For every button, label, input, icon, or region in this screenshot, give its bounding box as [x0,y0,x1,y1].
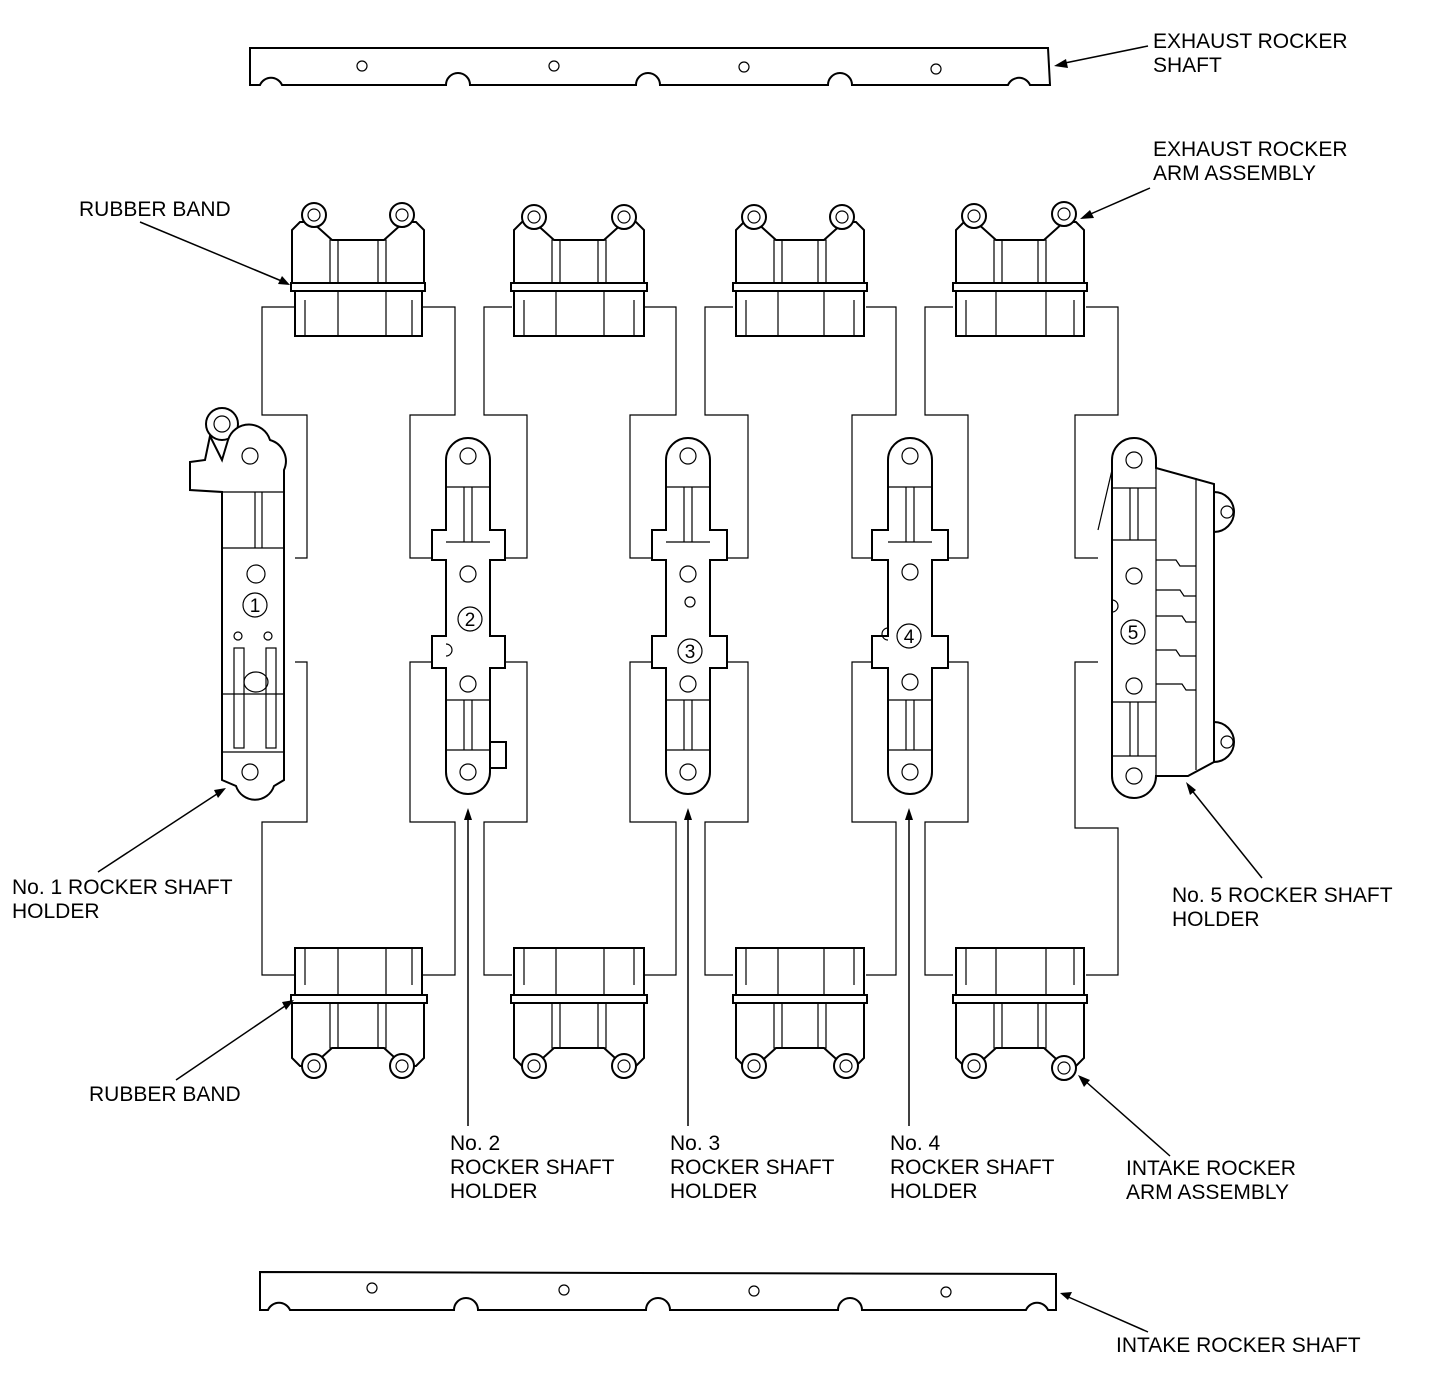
holder-number-3: 3 [685,642,696,663]
leader-lines [97,45,1263,1333]
exhaust-rocker-arm-4 [952,201,1088,337]
intake-rocker-arm-1 [290,947,428,1079]
intake-rocker-arm-2 [510,947,648,1079]
label-rocker-shaft-holder-5: No. 5 ROCKER SHAFT HOLDER [1172,884,1398,931]
labels: EXHAUST ROCKER SHAFT EXHAUST ROCKER ARM … [12,30,1398,1357]
exhaust-rocker-arm-1 [290,202,426,337]
holder-number-1: 1 [250,596,261,617]
label-rocker-shaft-holder-1: No. 1 ROCKER SHAFT HOLDER [12,876,238,923]
intake-rocker-shaft [259,1270,1057,1311]
rocker-shaft-holder-1 [189,407,287,801]
label-exhaust-rocker-arm-assembly: EXHAUST ROCKER ARM ASSEMBLY [1153,138,1353,185]
assembly-outline [261,306,1119,976]
exhaust-rocker-arm-3 [732,204,868,337]
label-rubber-band-bottom: RUBBER BAND [89,1083,241,1106]
label-exhaust-rocker-shaft: EXHAUST ROCKER SHAFT [1153,30,1353,77]
holder-number-4: 4 [904,627,915,648]
rocker-shaft-holder-3 [651,437,728,795]
label-rocker-shaft-holder-4: No. 4 ROCKER SHAFT HOLDER [890,1132,1060,1203]
exhaust-rocker-arm-2 [510,204,648,337]
label-intake-rocker-arm-assembly: INTAKE ROCKER ARM ASSEMBLY [1126,1157,1302,1204]
rocker-shaft-holder-5 [1097,437,1235,799]
label-rubber-band-top: RUBBER BAND [79,198,231,221]
label-intake-rocker-shaft: INTAKE ROCKER SHAFT [1116,1334,1361,1357]
rocker-shaft-holder-2 [431,437,507,795]
holder-number-2: 2 [465,610,476,631]
label-rocker-shaft-holder-2: No. 2 ROCKER SHAFT HOLDER [450,1132,620,1203]
intake-rocker-arm-3 [732,947,868,1079]
label-rocker-shaft-holder-3: No. 3 ROCKER SHAFT HOLDER [670,1132,840,1203]
exhaust-rocker-shaft [249,47,1052,86]
intake-rocker-arm-4 [952,947,1088,1081]
holder-number-5: 5 [1128,623,1139,644]
rocker-shaft-holder-4 [871,437,949,795]
